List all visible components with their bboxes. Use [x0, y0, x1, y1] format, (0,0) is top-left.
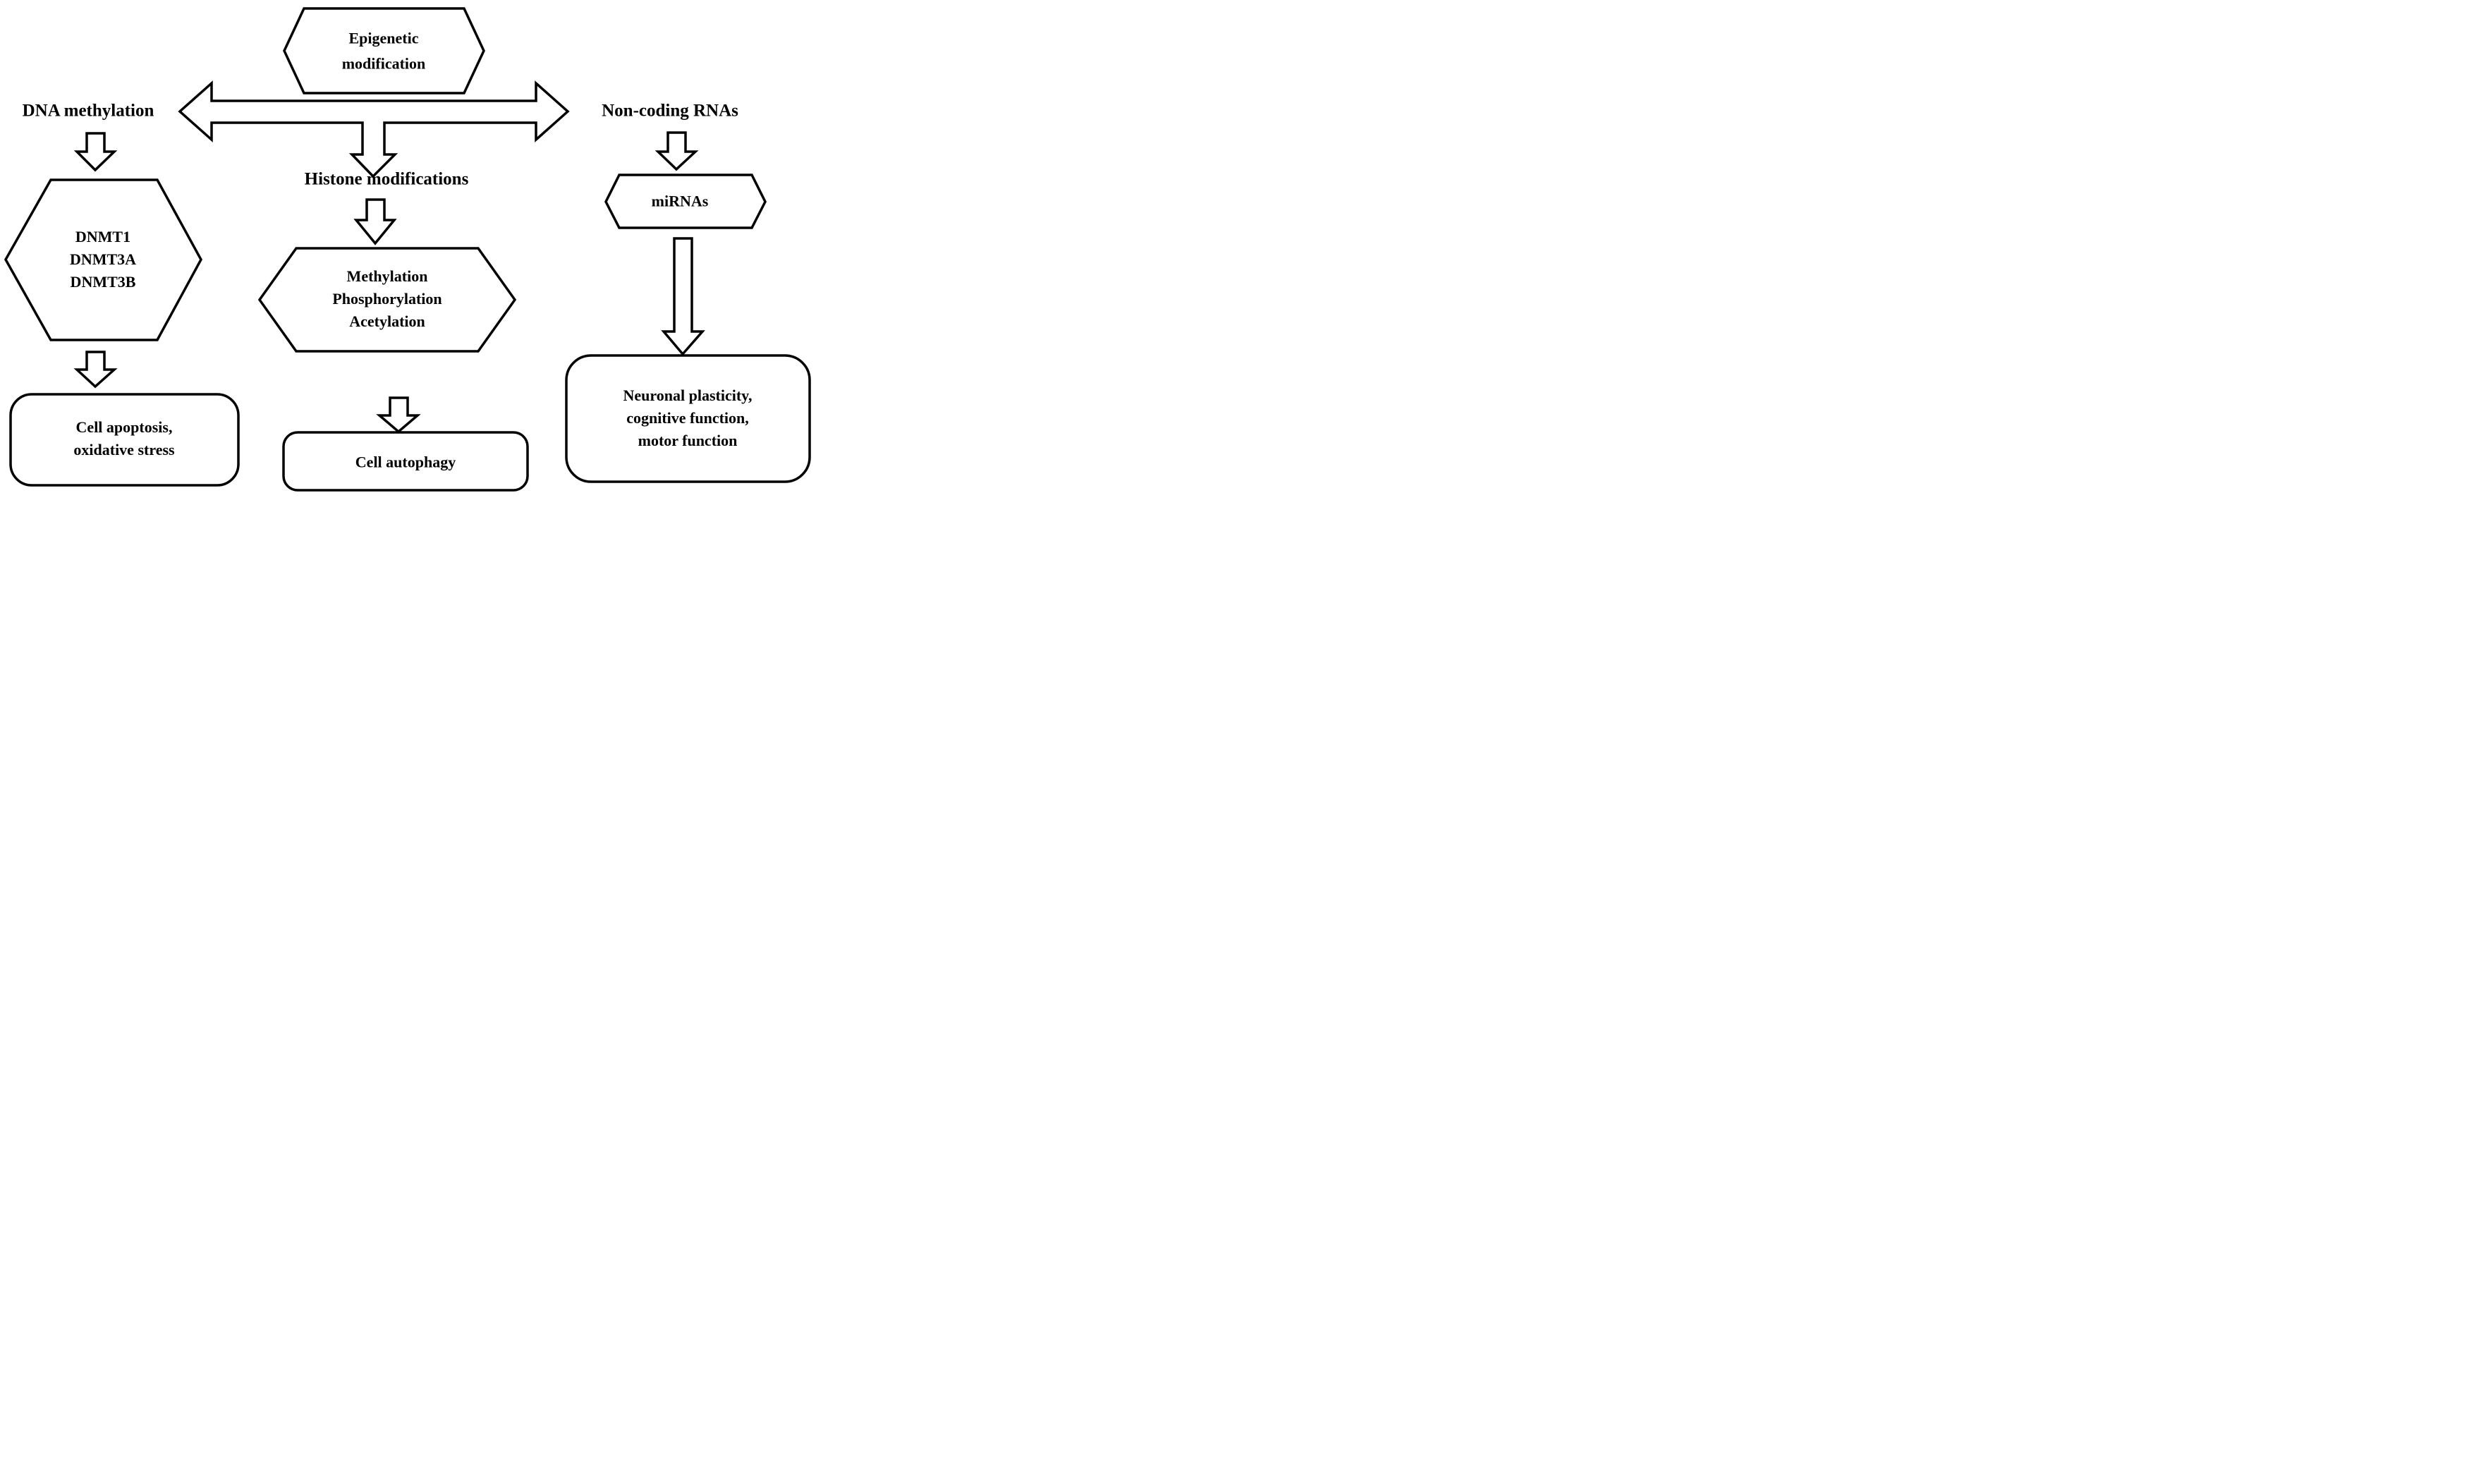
down-arrow-histone: [353, 198, 397, 245]
hexagon-mirnas: [604, 174, 767, 229]
double-headed-arrow: [178, 80, 570, 178]
hexagon-histone-modifications: [257, 247, 517, 353]
label-mirnas: miRNAs: [651, 192, 709, 210]
label-non-coding-rnas: Non-coding RNAs: [602, 101, 738, 121]
label-methylation-phosphorylation-acetylation: Methylation Phosphorylation Acetylation: [332, 267, 442, 330]
box-cell-apoptosis: [9, 393, 240, 487]
label-histone-modifications: Histone modifications: [304, 169, 469, 189]
label-cell-apoptosis: Cell apoptosis, oxidative stress: [73, 418, 175, 458]
long-down-arrow-mirnas-to-neuronal: [661, 237, 705, 356]
epigenetics-flow-diagram: Epigenetic modification DNA methylation …: [0, 0, 824, 494]
label-epigenetic-modification: Epigenetic modification: [341, 29, 426, 72]
diagram-shapes: [4, 7, 811, 492]
down-arrow-noncoding-to-mirnas: [654, 131, 699, 171]
box-neuronal: [565, 354, 811, 483]
down-arrow-dna-to-dnmt: [73, 132, 118, 172]
label-dnmt: DNMT1 DNMT3A DNMT3B: [69, 228, 137, 291]
box-cell-autophagy: [282, 431, 529, 492]
down-arrow-dnmt-to-apoptosis: [73, 351, 118, 389]
label-neuronal-plasticity: Neuronal plasticity, cognitive function,…: [623, 387, 753, 449]
label-dna-methylation: DNA methylation: [22, 101, 154, 121]
hexagon-dnmt: [4, 178, 202, 341]
down-arrow-to-autophagy: [376, 396, 421, 434]
label-cell-autophagy: Cell autophagy: [355, 453, 456, 471]
hexagon-epigenetic-modification: [283, 7, 485, 95]
